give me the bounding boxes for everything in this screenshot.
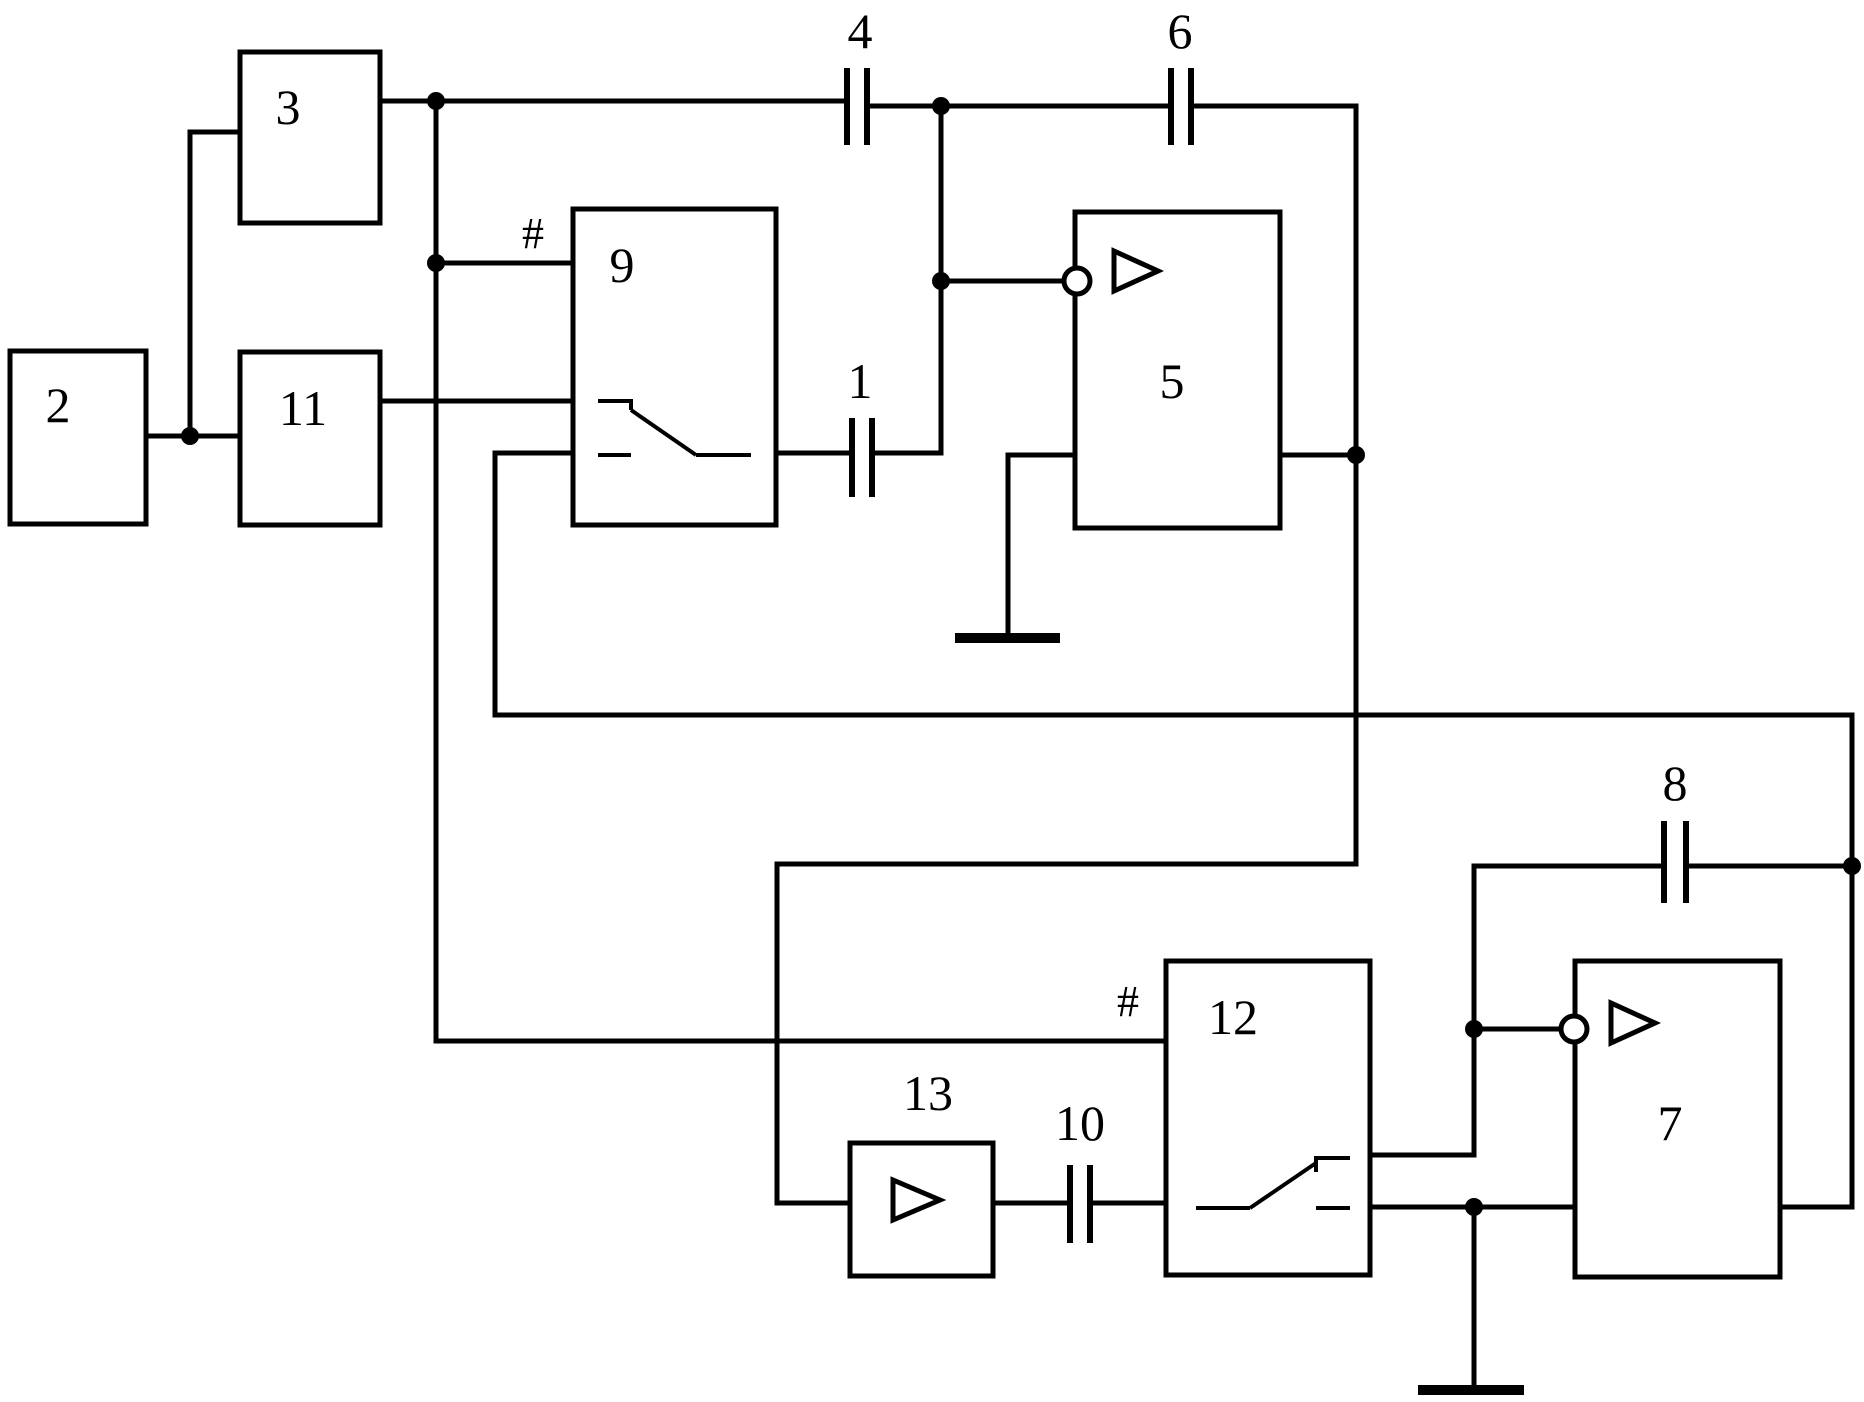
junction-dot xyxy=(427,92,445,110)
wire-cap1-to-node xyxy=(876,106,941,453)
junction-dot xyxy=(1465,1020,1483,1038)
block-9-label: 9 xyxy=(610,237,635,293)
capacitor-8-label: 8 xyxy=(1663,755,1688,811)
hash-mark-12: # xyxy=(1117,977,1139,1026)
capacitor-1 xyxy=(852,418,872,497)
capacitor-8 xyxy=(1664,821,1686,903)
wire-12-upper-out xyxy=(1370,866,1474,1155)
amplifier-block-5: 5 xyxy=(1064,212,1280,528)
junction-dot xyxy=(1347,446,1365,464)
capacitor-6-label: 6 xyxy=(1168,3,1193,59)
block-12-label: 12 xyxy=(1208,989,1258,1045)
capacitor-4 xyxy=(847,68,867,145)
junction-dot xyxy=(181,427,199,445)
block-13-label: 13 xyxy=(903,1065,953,1121)
junction-dot xyxy=(932,97,950,115)
switch-block-9: 9 # xyxy=(522,209,776,525)
junction-dot xyxy=(932,272,950,290)
junction-dot xyxy=(427,254,445,272)
wire-junction-to-3 xyxy=(190,132,240,436)
block-5-label: 5 xyxy=(1160,353,1185,409)
block-7-label: 7 xyxy=(1658,1095,1683,1151)
capacitor-4-label: 4 xyxy=(848,3,873,59)
inverting-input-bubble xyxy=(1561,1016,1587,1042)
block-2: 2 xyxy=(10,351,146,524)
capacitor-10-label: 10 xyxy=(1055,1095,1105,1151)
junction-dot xyxy=(1843,857,1861,875)
capacitor-6 xyxy=(1171,68,1191,145)
block-2-label: 2 xyxy=(46,377,71,433)
amplifier-block-7: 7 xyxy=(1561,961,1780,1277)
capacitor-1-label: 1 xyxy=(848,353,873,409)
switch-block-12: 12 # xyxy=(1117,961,1370,1275)
inverting-input-bubble xyxy=(1064,268,1090,294)
wire-control-bus xyxy=(436,101,1166,1041)
capacitor-10 xyxy=(1070,1165,1090,1243)
wire-amp5-ground xyxy=(1008,455,1075,638)
block-11-label: 11 xyxy=(279,380,327,436)
block-3-label: 3 xyxy=(276,79,301,135)
hash-mark-9: # xyxy=(522,209,544,258)
amplifier-block-13: 13 xyxy=(850,1065,993,1276)
block-11: 11 xyxy=(240,352,380,525)
junction-dot xyxy=(1465,1198,1483,1216)
block-3: 3 xyxy=(240,52,380,223)
